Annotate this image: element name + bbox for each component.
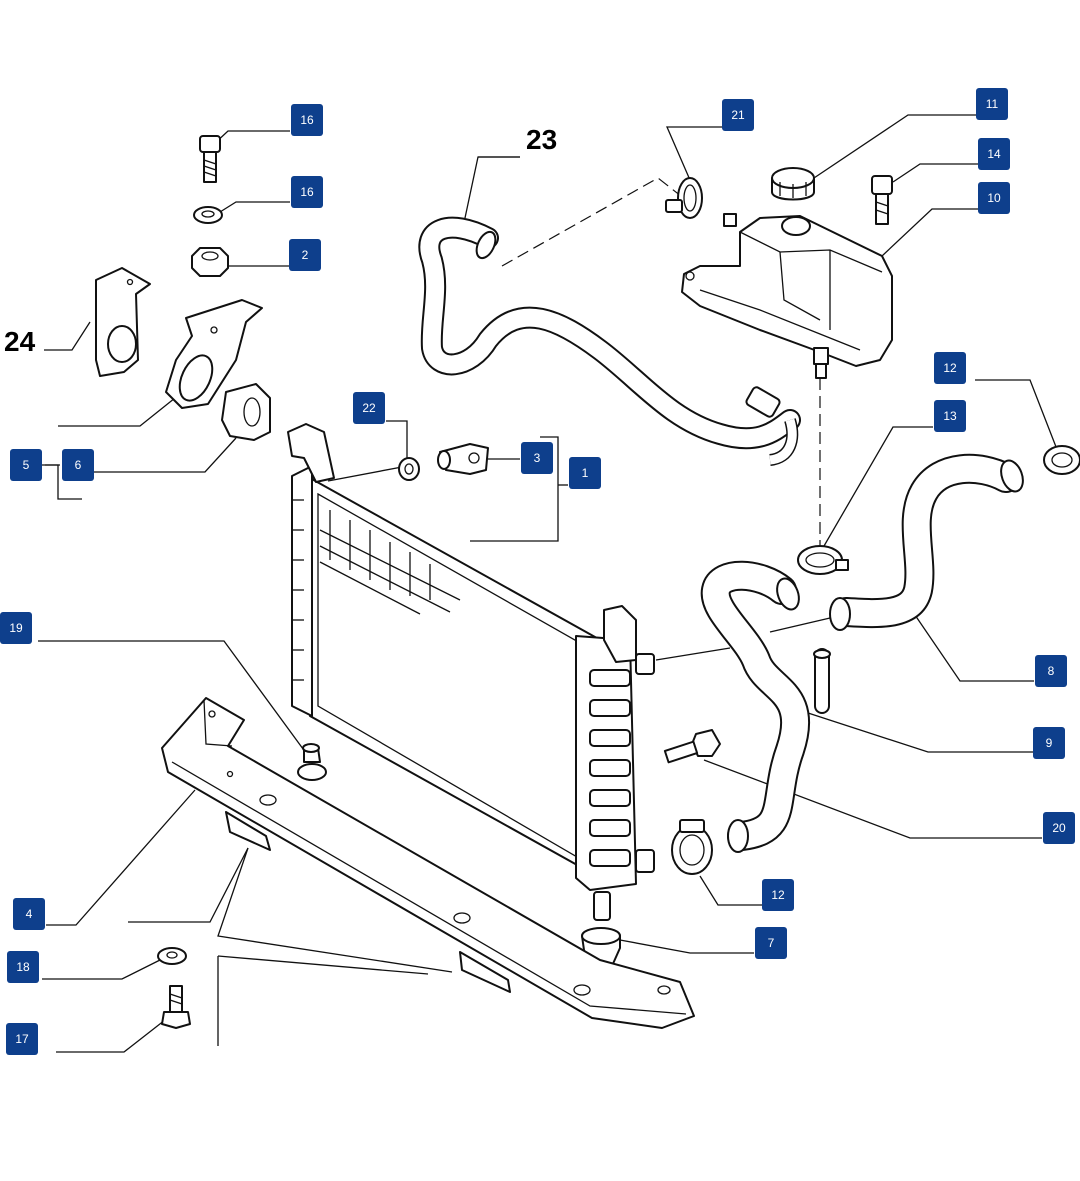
plug-19 (297, 743, 327, 781)
nut-top-left (191, 247, 229, 277)
bolt-top-left (199, 135, 221, 183)
callout-3[interactable]: 3 (521, 442, 553, 474)
bolt-20 (663, 729, 721, 764)
washer-top-left (193, 206, 223, 224)
callout-5[interactable]: 5 (10, 449, 42, 481)
callout-7[interactable]: 7 (755, 927, 787, 959)
washer-22 (398, 457, 420, 481)
hose-8 (829, 453, 1024, 631)
callout-13[interactable]: 13 (934, 400, 966, 432)
expansion-tank-10 (681, 213, 893, 379)
clamp-12-top (1043, 445, 1080, 475)
callout-12-top[interactable]: 12 (934, 352, 966, 384)
bolt-17 (161, 985, 191, 1029)
callout-16-washer[interactable]: 16 (291, 176, 323, 208)
callout-22[interactable]: 22 (353, 392, 385, 424)
callout-21[interactable]: 21 (722, 99, 754, 131)
rubber-foot-7 (581, 927, 621, 969)
callout-9[interactable]: 9 (1033, 727, 1065, 759)
callout-12-bottom[interactable]: 12 (762, 879, 794, 911)
hose-23 (418, 216, 801, 466)
clamp-12-bottom (671, 819, 713, 875)
callout-16-bolt[interactable]: 16 (291, 104, 323, 136)
callout-1[interactable]: 1 (569, 457, 601, 489)
callout-4[interactable]: 4 (13, 898, 45, 930)
cap-11 (771, 167, 815, 201)
callout-19[interactable]: 19 (0, 612, 32, 644)
callout-14[interactable]: 14 (978, 138, 1010, 170)
callout-2[interactable]: 2 (289, 239, 321, 271)
callout-18[interactable]: 18 (7, 951, 39, 983)
hose-9 (700, 560, 831, 853)
crossmember-4 (161, 697, 695, 1029)
screw-14 (871, 175, 893, 225)
washer-18 (157, 947, 187, 965)
callout-6[interactable]: 6 (62, 449, 94, 481)
bracket-5 (165, 299, 263, 409)
label-23: 23 (526, 124, 558, 155)
callout-20[interactable]: 20 (1043, 812, 1075, 844)
callout-17[interactable]: 17 (6, 1023, 38, 1055)
callout-8[interactable]: 8 (1035, 655, 1067, 687)
radiator-1 (287, 423, 655, 921)
bracket-24 (95, 267, 151, 377)
rubber-mount-6 (221, 383, 271, 441)
clamp-13 (797, 545, 849, 575)
clamp-21 (665, 177, 703, 219)
assembly-dashed-lines (501, 177, 821, 545)
label-24: 24 (4, 326, 36, 357)
callout-11[interactable]: 11 (976, 88, 1008, 120)
sensor-3 (437, 443, 489, 475)
callout-10[interactable]: 10 (978, 182, 1010, 214)
